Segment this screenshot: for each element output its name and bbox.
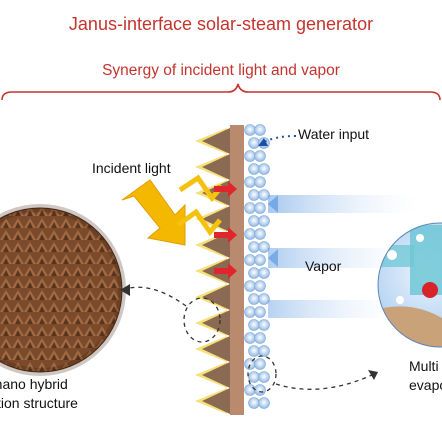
subtitle-brace xyxy=(1,83,441,101)
water-bubble xyxy=(254,228,266,240)
diagram-subtitle: Synergy of incident light and vapor xyxy=(102,62,340,79)
water-bubble xyxy=(258,293,270,305)
label-hybrid-structure: -nano hybrid ction structure xyxy=(0,375,78,413)
sawtooth-tooth xyxy=(202,310,230,336)
sawtooth-tooth xyxy=(202,284,230,310)
diagram-title: Janus-interface solar-steam generator xyxy=(68,14,374,34)
water-bubble xyxy=(248,371,260,383)
water-bubble xyxy=(248,397,260,409)
label-multi-line1: Multi xyxy=(409,358,439,374)
zoom-callouts xyxy=(121,286,373,393)
sawtooth-tooth xyxy=(202,362,230,388)
callout-arrowhead-right xyxy=(368,370,378,380)
water-bubble xyxy=(248,267,260,279)
sawtooth-tooth xyxy=(202,206,230,232)
water-bubble xyxy=(244,228,256,240)
sawtooth-tooth xyxy=(202,154,230,180)
membrane-layer xyxy=(230,124,270,415)
callout-arrowhead-left xyxy=(120,284,130,296)
water-bubble xyxy=(254,176,266,188)
water-bubble xyxy=(258,215,270,227)
light-arrow-icon xyxy=(121,179,186,246)
water-bubble xyxy=(248,163,260,175)
label-multi-line2: evapor xyxy=(409,377,442,393)
water-bubble xyxy=(244,254,256,266)
water-bubble xyxy=(254,280,266,292)
water-bubble xyxy=(248,215,260,227)
water-bubble xyxy=(254,150,266,162)
water-bubble xyxy=(254,332,266,344)
water-bubble xyxy=(248,137,260,149)
water-bubble xyxy=(254,254,266,266)
water-bubble xyxy=(258,189,270,201)
water-bubble xyxy=(254,124,266,136)
water-bubble xyxy=(248,319,260,331)
water-bubble xyxy=(244,384,256,396)
water-bubble xyxy=(258,345,270,357)
sawtooth-tooth xyxy=(202,388,230,414)
hybrid-structure-circle xyxy=(0,204,126,376)
water-bubble xyxy=(244,176,256,188)
water-bubble xyxy=(248,241,260,253)
water-bubble xyxy=(244,332,256,344)
water-bubble xyxy=(248,345,260,357)
sawtooth-tooth xyxy=(202,128,230,154)
water-bubble xyxy=(244,202,256,214)
water-bubble xyxy=(248,189,260,201)
water-bubble xyxy=(244,280,256,292)
water-bubble xyxy=(258,267,270,279)
water-bubble xyxy=(244,306,256,318)
water-input-arrow xyxy=(258,135,297,146)
water-bubble xyxy=(258,163,270,175)
water-bubble xyxy=(258,397,270,409)
sawtooth-tooth xyxy=(202,336,230,362)
label-incident-light: Incident light xyxy=(92,160,171,176)
water-bubble xyxy=(258,371,270,383)
water-bubble xyxy=(244,150,256,162)
water-bubble xyxy=(254,306,266,318)
water-bubble xyxy=(248,293,260,305)
water-bubble xyxy=(244,124,256,136)
label-water-input: Water input xyxy=(298,126,370,142)
label-hybrid-line1: -nano hybrid xyxy=(0,376,68,392)
water-bubble xyxy=(254,202,266,214)
label-hybrid-line2: ction structure xyxy=(0,395,78,411)
evaporation-lens-border xyxy=(377,222,442,348)
water-bubble xyxy=(254,384,266,396)
water-bubble xyxy=(258,319,270,331)
vapor-streams xyxy=(268,195,418,318)
label-vapor: Vapor xyxy=(305,258,342,274)
heat-arrows xyxy=(214,181,237,279)
water-bubble xyxy=(254,358,266,370)
sawtooth-tooth xyxy=(202,232,230,258)
label-multi-evaporation: Multi evapor xyxy=(409,357,442,395)
evaporation-lens xyxy=(378,223,442,347)
water-bubble xyxy=(258,241,270,253)
